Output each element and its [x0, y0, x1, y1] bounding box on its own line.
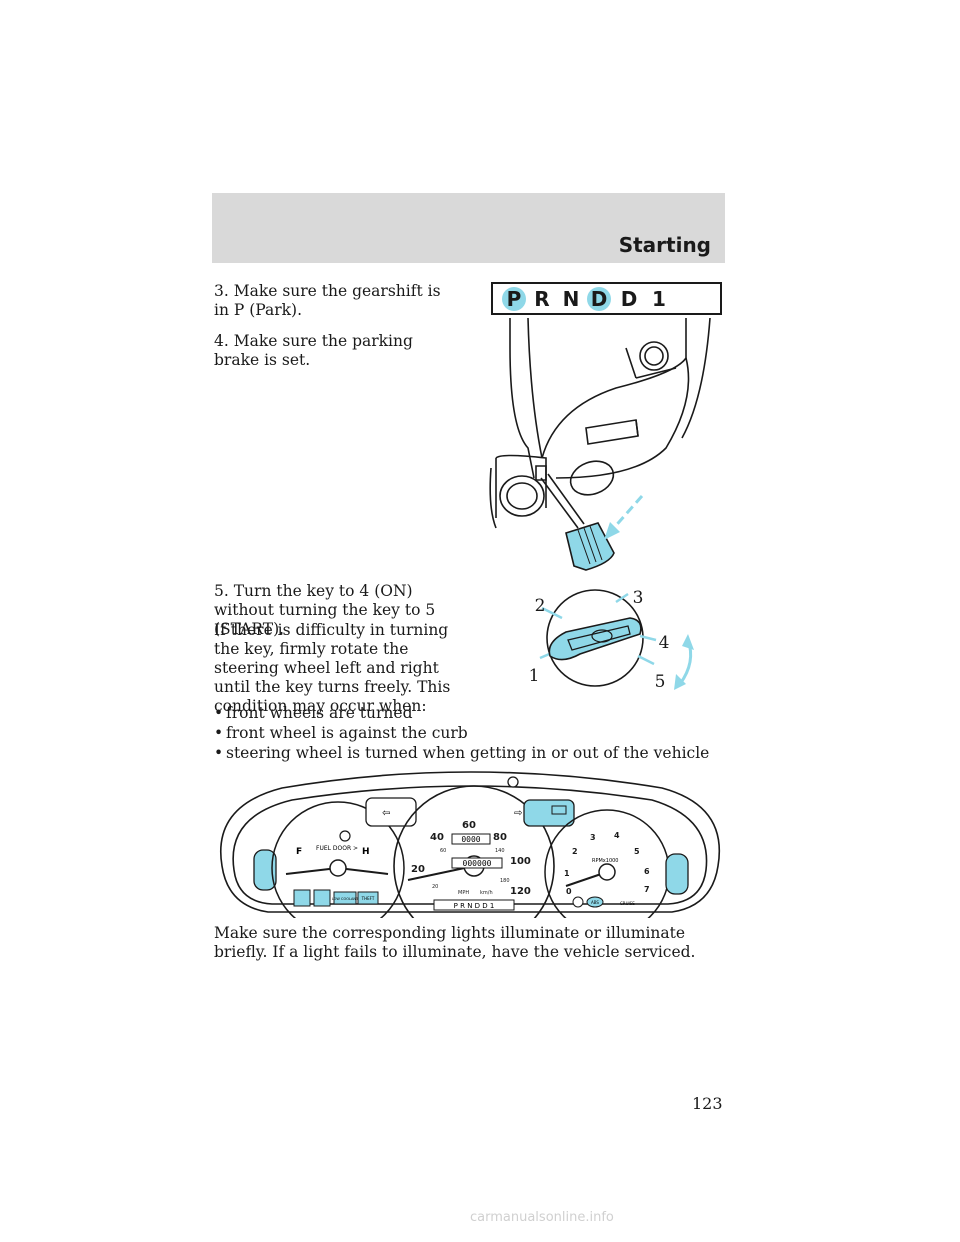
instrument-cluster: F H FUEL DOOR > LOW COOLANT THEFT ⇦ 20 4… — [220, 771, 720, 918]
svg-text:6: 6 — [644, 867, 650, 876]
high-beam-lamp — [365, 797, 417, 827]
ignition-label-5: 5 — [655, 672, 666, 692]
svg-text:140: 140 — [495, 848, 505, 854]
svg-text:180: 180 — [500, 878, 510, 884]
difficulty-text: If there is difficulty in turning the ke… — [214, 621, 451, 715]
cruise-lamp: CRUISE — [620, 901, 635, 906]
svg-text:MPH: MPH — [458, 890, 469, 896]
svg-text:40: 40 — [430, 832, 444, 843]
fuel-door-label: FUEL DOOR > — [316, 845, 358, 852]
low-coolant-lamp — [333, 891, 357, 905]
odometer — [451, 857, 503, 869]
fuel-full-label: F — [296, 847, 302, 857]
seatbelt-lamp-icon — [313, 889, 331, 907]
brake-lamp-icon — [572, 896, 584, 908]
oil-pressure-lamp — [665, 853, 689, 895]
closing-text: Make sure the corresponding lights illum… — [214, 924, 696, 961]
ignition-label-2: 2 — [535, 596, 546, 616]
page-number: 123 — [692, 1094, 723, 1113]
svg-text:60: 60 — [462, 820, 476, 831]
svg-text:60: 60 — [440, 848, 446, 854]
gear-p: P — [507, 287, 522, 311]
prnd-indicator — [433, 899, 515, 911]
trip-odometer — [451, 833, 491, 845]
section-header: Starting — [212, 193, 725, 263]
svg-text:5: 5 — [634, 847, 640, 856]
svg-text:THEFT: THEFT — [361, 896, 375, 901]
bullet-item: •front wheels are turned — [214, 704, 413, 722]
watermark: carmanualsonline.info — [470, 1210, 614, 1225]
step-4-text: 4. Make sure the parking brake is set. — [214, 332, 413, 369]
brake-pedal — [565, 522, 615, 571]
svg-text:2: 2 — [572, 847, 578, 856]
bullet-item: •steering wheel is turned when getting i… — [214, 744, 710, 762]
svg-text:ABS: ABS — [591, 900, 599, 905]
gear-r: R — [534, 287, 549, 311]
svg-text:20: 20 — [432, 884, 438, 890]
gear-d: D — [621, 287, 638, 311]
bullet-item: •front wheel is against the curb — [214, 724, 468, 742]
svg-text:RPMx1000: RPMx1000 — [592, 858, 619, 864]
warning-lamp-row: LOW COOLANT THEFT — [293, 889, 379, 907]
battery-icon — [551, 805, 567, 815]
step-5-text: 5. Turn the key to 4 (ON) without turnin… — [214, 582, 436, 638]
left-warning-lamp — [253, 849, 277, 891]
svg-text:100: 100 — [510, 856, 531, 867]
section-title: Starting — [618, 233, 711, 257]
ignition-key — [548, 617, 642, 661]
fuel-temp-gauge: F H FUEL DOOR > — [271, 801, 405, 918]
temp-hot-label: H — [362, 847, 370, 857]
gear-n: N — [563, 287, 580, 311]
svg-text:1: 1 — [564, 869, 570, 878]
abs-lamp — [586, 896, 604, 908]
ignition-label-3: 3 — [633, 588, 644, 608]
svg-text:3: 3 — [590, 833, 596, 842]
trip-reset-button — [507, 776, 519, 788]
temp-icon — [339, 830, 351, 842]
ignition-label-1: 1 — [529, 666, 540, 686]
parking-brake-illustration — [489, 318, 711, 571]
right-turn-icon: ⇨ — [514, 808, 522, 819]
gear-indicator: P R N D D 1 — [491, 282, 722, 315]
press-arrow-icon — [604, 495, 644, 540]
svg-text:LOW COOLANT: LOW COOLANT — [332, 897, 359, 901]
speedometer: 20 40 60 80 100 120 20 60 140 180 MPH km… — [393, 785, 555, 918]
svg-text:000000: 000000 — [463, 859, 492, 868]
svg-text:0000: 0000 — [461, 835, 480, 844]
svg-text:km/h: km/h — [480, 890, 493, 896]
svg-text:0: 0 — [566, 887, 572, 896]
ignition-illustration: 2 3 4 5 1 — [529, 588, 694, 692]
dash-edge — [509, 318, 535, 479]
svg-text:120: 120 — [510, 886, 531, 897]
ignition-label-4: 4 — [659, 633, 670, 653]
fuel-lamp-icon — [293, 889, 311, 907]
svg-text:P R N D D 1: P R N D D 1 — [454, 902, 495, 910]
step-3-text: 3. Make sure the gearshift is in P (Park… — [214, 282, 441, 319]
svg-text:20: 20 — [411, 864, 425, 875]
gear-1: 1 — [652, 287, 666, 311]
theft-lamp — [357, 891, 379, 905]
svg-text:80: 80 — [493, 832, 507, 843]
svg-text:7: 7 — [644, 885, 650, 894]
gear-overdrive: D — [591, 287, 608, 311]
left-turn-icon: ⇦ — [382, 808, 390, 819]
svg-text:4: 4 — [614, 831, 620, 840]
